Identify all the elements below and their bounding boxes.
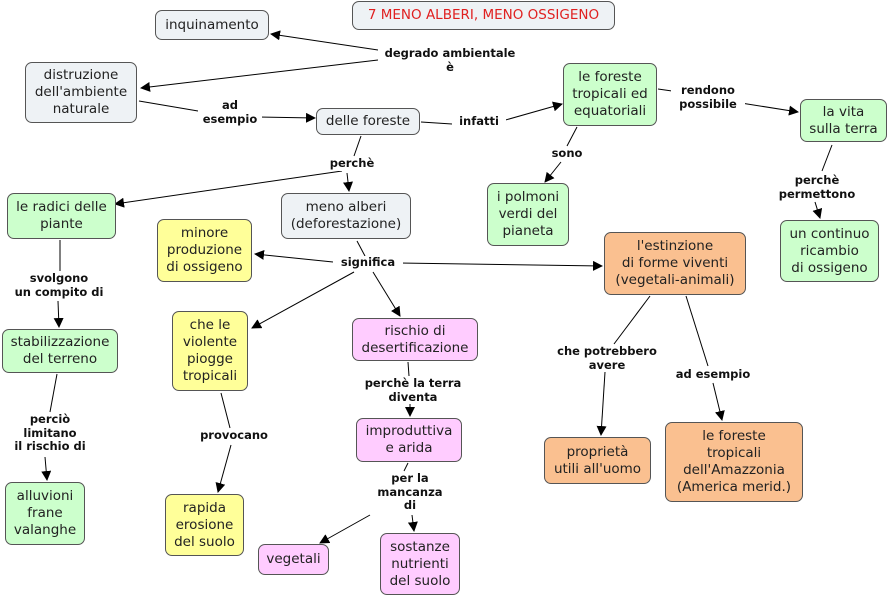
node-desertificazione[interactable]: rischio di desertificazione (352, 318, 478, 361)
link-label-provocano: provocano (193, 428, 275, 443)
link-label-infatti: infatti (452, 114, 506, 129)
connector-line-32 (596, 371, 607, 436)
connector-line-11 (812, 201, 823, 219)
connector-line-13 (114, 170, 343, 208)
connector-line-26 (407, 361, 410, 377)
node-vegetali[interactable]: vegetali (258, 544, 329, 575)
connector-line-31 (613, 295, 651, 345)
connector-line-9 (544, 161, 562, 183)
node-vita[interactable]: la vita sulla terra (800, 99, 887, 142)
node-estinzione[interactable]: l'estinzione di forme viventi (vegetali-… (604, 232, 746, 295)
node-inquinamento[interactable]: inquinamento (155, 10, 269, 40)
link-label-ad-esempio: ad esempio (198, 98, 262, 126)
connector-line-23 (41, 456, 52, 481)
node-foreste-tropicali[interactable]: le foreste tropicali ed equatoriali (563, 63, 657, 126)
connector-line-25 (215, 444, 232, 493)
connector-line-4 (420, 121, 453, 125)
node-alluvioni[interactable]: alluvioni frane valanghe (5, 482, 85, 545)
connector-line-17 (398, 260, 603, 271)
link-label-mancanza: per la mancanza di (370, 471, 450, 513)
connector-line-12 (353, 135, 362, 157)
connector-line-3 (257, 112, 316, 123)
connector-line-10 (821, 144, 833, 172)
node-stabilizzazione[interactable]: stabilizzazione del terreno (2, 329, 118, 373)
node-sostanze[interactable]: sostanze nutrienti del suolo (380, 533, 460, 595)
link-label-percio: perciò limitano il rischio di (6, 412, 94, 454)
node-proprieta[interactable]: proprietà utili all'uomo (544, 437, 651, 484)
connector-line-24 (220, 392, 231, 429)
link-label-svolgono: svolgono un compito di (6, 271, 112, 299)
connector-line-19 (372, 271, 401, 317)
connector-line-30 (407, 514, 418, 532)
connector-line-28 (403, 462, 409, 472)
link-label-degrado: degrado ambientale è (378, 46, 522, 74)
node-polmoni[interactable]: i polmoni verdi del pianeta (487, 183, 569, 246)
connector-line-33 (685, 295, 709, 367)
node-delle-foreste[interactable]: delle foreste (316, 108, 420, 135)
connector-line-21 (53, 300, 64, 328)
connector-line-6 (657, 88, 673, 92)
map-title: 7 MENO ALBERI, MENO OSSIGENO (352, 1, 615, 30)
node-radici[interactable]: le radici delle piante (7, 193, 116, 239)
node-meno-alberi[interactable]: meno alberi (deforestazione) (281, 193, 411, 239)
link-label-potrebbero: che potrebbero avere (548, 344, 666, 372)
connector-line-29 (319, 514, 371, 544)
connector-line-16 (254, 249, 334, 263)
node-ricambio[interactable]: un continuo ricambio di ossigeno (780, 220, 879, 282)
connector-line-18 (251, 271, 355, 329)
link-label-significa: significa (333, 255, 403, 270)
connector-line-8 (566, 126, 578, 147)
connector-line-7 (740, 102, 799, 116)
node-amazzonia[interactable]: le foreste tropicali dell'Amazzonia (Ame… (665, 422, 803, 502)
connector-line-1 (140, 59, 379, 92)
node-distruzione[interactable]: distruzione dell'ambiente naturale (25, 62, 137, 123)
link-label-perche: perchè (324, 156, 380, 171)
connector-line-34 (712, 382, 725, 421)
link-label-perche-permettono: perchè permettono (770, 173, 864, 201)
connector-line-14 (343, 172, 353, 192)
connector-line-2 (138, 100, 199, 112)
link-label-terra-diventa: perchè la terra diventa (355, 376, 471, 404)
connector-line-0 (270, 30, 379, 51)
node-minore-produzione[interactable]: minore produzione di ossigeno (157, 219, 252, 282)
connector-line-15 (356, 240, 366, 257)
node-improduttiva[interactable]: improduttiva e arida (356, 418, 462, 462)
link-label-ad-esempio-2: ad esempio (668, 367, 758, 382)
connector-line-22 (49, 373, 58, 413)
link-label-sono: sono (545, 146, 589, 161)
link-label-rendono: rendono possibile (671, 83, 745, 111)
connector-line-5 (501, 101, 563, 122)
node-erosione[interactable]: rapida erosione del suolo (165, 494, 244, 556)
node-piogge[interactable]: che le violente piogge tropicali (172, 311, 248, 391)
